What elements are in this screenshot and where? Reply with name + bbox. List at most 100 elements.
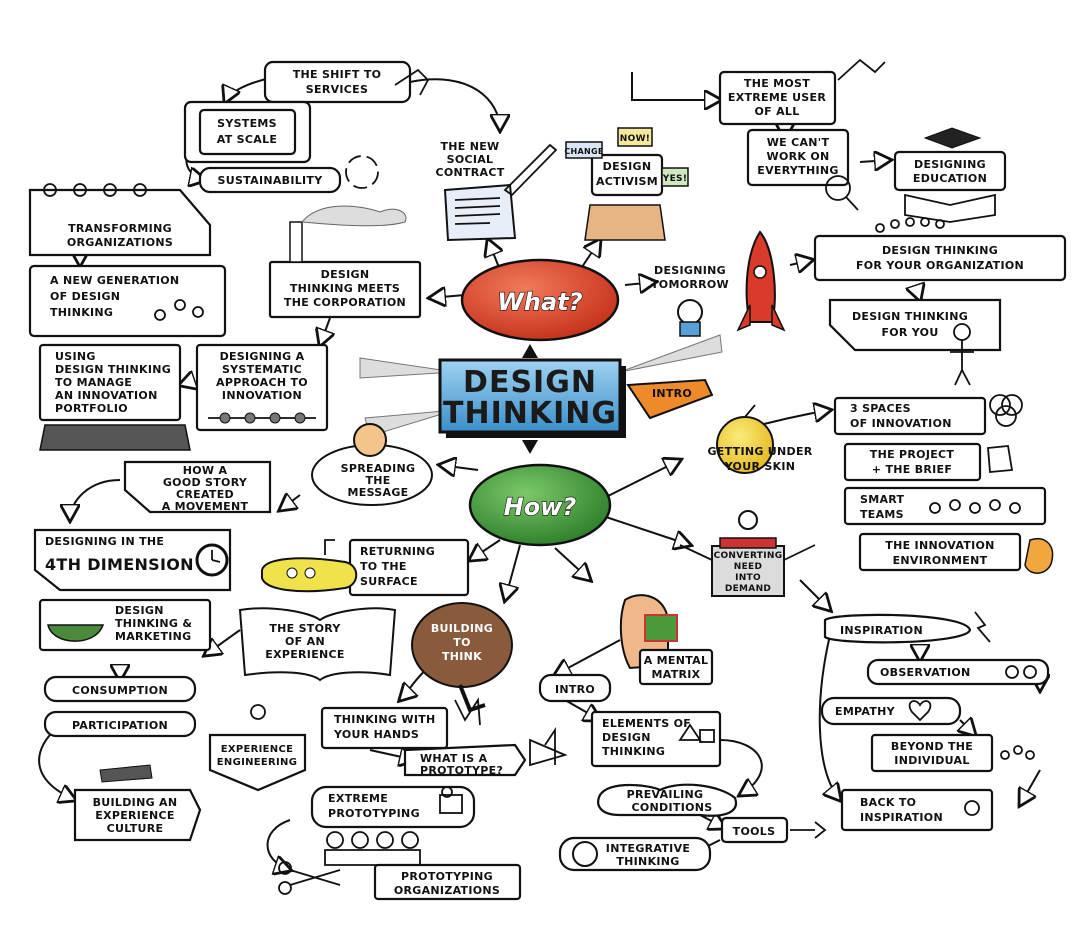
building-culture-line-2: EXPERIENCE — [95, 809, 174, 822]
most-extreme-user-line-2: EXTREME USER — [728, 91, 826, 104]
transforming-org-line-1: TRANSFORMING — [68, 222, 172, 235]
node-integrative-thinking: INTEGRATIVE THINKING — [558, 836, 712, 872]
building-to-think-line-1: BUILDING — [431, 622, 493, 635]
good-story-line-1: HOW A — [183, 464, 228, 477]
node-what-prototype: WHAT IS A PROTOTYPE? — [403, 727, 568, 777]
node-getting-under-skin: GETTING UNDER YOUR SKIN — [707, 404, 812, 474]
systematic-line-3: APPROACH TO — [216, 376, 308, 389]
innovation-env-line-2: ENVIRONMENT — [893, 554, 988, 567]
node-story-experience: THE STORY OF AN EXPERIENCE — [238, 607, 397, 682]
systematic-line-2: SYSTEMATIC — [222, 363, 302, 376]
three-spaces-line-2: OF INNOVATION — [850, 417, 952, 430]
node-inspiration: INSPIRATION — [823, 611, 991, 644]
inspiration-line-1: INSPIRATION — [840, 624, 923, 637]
returning-surface-line-3: SURFACE — [360, 575, 418, 588]
node-extreme-prototyping: EXTREME PROTOTYPING — [310, 785, 476, 829]
good-story-line-2: GOOD STORY — [163, 476, 248, 489]
meets-corporation-line-1: DESIGN — [321, 268, 370, 281]
smart-teams-line-1: SMART — [860, 493, 905, 506]
node-shift-services: THE SHIFT TO SERVICES — [263, 60, 430, 104]
sustainability-line-1: SUSTAINABILITY — [218, 174, 324, 187]
portfolio-line-3: TO MANAGE — [55, 376, 132, 389]
fourth-dimension-line-2: 4TH DIMENSION — [45, 555, 194, 574]
node-building-culture: BUILDING AN EXPERIENCE CULTURE — [73, 764, 202, 842]
node-dt-for-you: DESIGN THINKING FOR YOU — [828, 298, 1002, 386]
converting-need-line-3: INTO — [735, 573, 761, 583]
project-brief-line-1: THE PROJECT — [870, 448, 955, 461]
designing-education-line-1: DESIGNING — [914, 158, 986, 171]
node-good-story: HOW A GOOD STORY CREATED A MOVEMENT — [123, 460, 272, 514]
node-innovation-env: THE INNOVATION ENVIRONMENT — [858, 532, 1054, 574]
node-consumption: CONSUMPTION — [43, 675, 197, 703]
systematic-line-1: DESIGNING A — [220, 350, 305, 363]
prevailing-conditions-line-2: CONDITIONS — [632, 801, 713, 814]
designing-education-line-2: EDUCATION — [913, 172, 987, 185]
innovation-env-line-1: THE INNOVATION — [885, 539, 994, 552]
node-returning-surface: RETURNING TO THE SURFACE — [261, 538, 470, 597]
elements-dt-line-1: ELEMENTS OF — [602, 717, 691, 730]
smart-teams-line-2: TEAMS — [860, 508, 904, 521]
intro-flag-label: INTRO — [652, 387, 692, 400]
node-beyond-individual: BEYOND THE INDIVIDUAL — [870, 733, 1035, 773]
elements-dt-line-3: THINKING — [602, 745, 665, 758]
how-hub: How? — [468, 463, 612, 547]
building-culture-line-1: BUILDING AN — [93, 796, 178, 809]
systems-scale-line-1: SYSTEMS — [217, 117, 277, 130]
node-systems-scale: SYSTEMS AT SCALE — [183, 100, 312, 164]
node-prototyping-orgs: PROTOTYPING ORGANIZATIONS — [278, 831, 522, 901]
node-cant-work-everything: WE CAN'T WORK ON EVERYTHING — [746, 128, 859, 211]
node-designing-education: DESIGNING EDUCATION — [893, 127, 1007, 223]
prevailing-conditions-line-1: PREVAILING — [627, 788, 704, 801]
node-designing-tomorrow: DESIGNING TOMORROW — [651, 230, 786, 337]
new-generation-line-3: THINKING — [50, 306, 113, 319]
center-node: DESIGN THINKING — [438, 344, 626, 454]
spreading-message-line-2: THE — [365, 474, 390, 487]
new-social-contract-line-1: THE NEW — [440, 140, 499, 153]
experience-engineering-line-2: ENGINEERING — [217, 757, 297, 768]
node-systematic-approach: DESIGNING A SYSTEMATIC APPROACH TO INNOV… — [195, 343, 329, 432]
experience-engineering-line-1: EXPERIENCE — [221, 744, 294, 755]
center-line1: DESIGN — [463, 365, 597, 400]
center-line2: THINKING — [443, 396, 617, 431]
node-meets-corporation: DESIGN THINKING MEETS THE CORPORATION — [268, 205, 422, 319]
elements-dt-line-2: DESIGN — [602, 731, 651, 744]
node-fourth-dimension: DESIGNING IN THE 4TH DIMENSION — [33, 528, 232, 592]
node-transforming-org: TRANSFORMING ORGANIZATIONS — [28, 183, 212, 257]
portfolio-line-4: AN INNOVATION — [55, 389, 158, 402]
good-story-line-3: CREATED — [176, 488, 234, 501]
building-to-think-line-3: THINK — [442, 650, 482, 663]
node-elements-dt: ELEMENTS OF DESIGN THINKING — [590, 710, 722, 768]
building-culture-line-3: CULTURE — [107, 822, 164, 835]
most-extreme-user-line-1: THE MOST — [744, 77, 810, 90]
node-new-social-contract: THE NEW SOCIAL CONTRACT — [435, 140, 558, 242]
converting-need-line-2: NEED — [734, 562, 763, 572]
fourth-dimension-line-1: DESIGNING IN THE — [45, 535, 164, 548]
portfolio-line-5: PORTFOLIO — [55, 402, 128, 415]
intro-flag: INTRO — [626, 378, 714, 420]
empathy-line-1: EMPATHY — [835, 705, 896, 718]
portfolio-line-2: DESIGN THINKING — [55, 363, 171, 376]
node-dt-marketing: DESIGN THINKING & MARKETING — [38, 598, 212, 652]
dt-marketing-line-1: DESIGN — [115, 604, 164, 617]
extreme-prototyping-line-2: PROTOTYPING — [328, 807, 420, 820]
cant-work-line-1: WE CAN'T — [767, 136, 830, 149]
intro-small-line-1: INTRO — [555, 683, 595, 696]
design-activism-line-2: ACTIVISM — [596, 175, 658, 188]
activism-sign-now: NOW! — [620, 134, 650, 144]
getting-under-skin-line-1: GETTING UNDER — [707, 445, 812, 458]
node-thinking-hands: THINKING WITH YOUR HANDS — [320, 697, 481, 750]
mental-matrix-line-2: MATRIX — [652, 668, 701, 681]
getting-under-skin-line-2: YOUR SKIN — [724, 460, 796, 473]
node-spreading-message: SPREADING THE MESSAGE — [311, 423, 433, 506]
design-activism-line-1: DESIGN — [603, 160, 652, 173]
node-tools: TOOLS — [720, 816, 827, 844]
node-participation: PARTICIPATION — [43, 710, 197, 738]
new-social-contract-line-3: CONTRACT — [435, 166, 504, 179]
dt-marketing-line-3: MARKETING — [115, 630, 192, 643]
three-spaces-line-1: 3 SPACES — [850, 402, 911, 415]
designing-tomorrow-line-1: DESIGNING — [654, 264, 726, 277]
good-story-line-4: A MOVEMENT — [162, 500, 249, 513]
building-to-think-line-2: TO — [453, 636, 470, 649]
node-mental-matrix: A MENTAL MATRIX — [619, 594, 714, 686]
node-observation: OBSERVATION — [866, 658, 1050, 686]
